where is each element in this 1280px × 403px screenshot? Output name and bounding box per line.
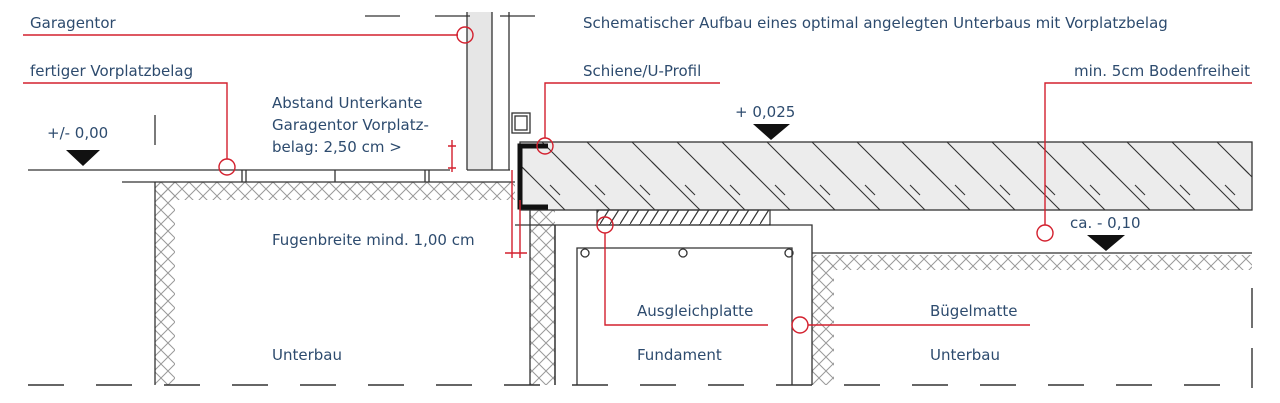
label-ausgleichplatte: Ausgleichplatte (637, 302, 753, 320)
vorplatzbelag-paving (28, 115, 515, 183)
leader-garagentor (23, 26, 474, 44)
leader-ausgleichplatte (596, 216, 768, 326)
label-abstand-3: belag: 2,50 cm > (272, 138, 402, 156)
svg-text:ca. - 0,10: ca. - 0,10 (1070, 214, 1141, 232)
unterbau-left-earth (154, 182, 556, 385)
leader-schiene (536, 82, 720, 155)
label-schiene: Schiene/U-Profil (583, 62, 701, 80)
leader-vorplatzbelag (23, 82, 236, 176)
svg-text:+/- 0,00: +/- 0,00 (47, 124, 108, 142)
level-marker-slab: + 0,025 (735, 103, 795, 140)
svg-text:+ 0,025: + 0,025 (735, 103, 795, 121)
garage-door (365, 12, 535, 171)
ausgleichplatte (596, 209, 771, 226)
unterbau-right-earth (812, 252, 1252, 385)
label-abstand-1: Abstand Unterkante (272, 94, 422, 112)
dimension-fugenbreite (505, 170, 527, 258)
label-fugenbreite: Fugenbreite mind. 1,00 cm (272, 231, 475, 249)
triangle-down-icon (1087, 235, 1125, 251)
fundament (515, 224, 813, 385)
label-abstand-2: Garagentor Vorplatz- (272, 116, 429, 134)
leader-buegelmatte (791, 316, 1030, 334)
triangle-down-icon (66, 150, 100, 166)
label-unterbau-right: Unterbau (930, 346, 1000, 364)
level-marker-ground: ca. - 0,10 (1070, 214, 1141, 251)
label-garagentor: Garagentor (30, 14, 116, 32)
triangle-down-icon (753, 124, 790, 140)
vorplatz-slab (519, 141, 1253, 211)
label-unterbau-left: Unterbau (272, 346, 342, 364)
leader-bodenfreiheit (1036, 82, 1252, 242)
label-vorplatzbelag: fertiger Vorplatzbelag (30, 62, 193, 80)
dimension-abstand (448, 140, 456, 172)
u-profile (517, 143, 548, 210)
label-buegelmatte: Bügelmatte (930, 302, 1018, 320)
label-fundament: Fundament (637, 346, 722, 364)
label-bodenfreiheit: min. 5cm Bodenfreiheit (1074, 62, 1250, 80)
level-marker-zero: +/- 0,00 (47, 124, 108, 166)
diagram-title: Schematischer Aufbau eines optimal angel… (583, 14, 1168, 32)
